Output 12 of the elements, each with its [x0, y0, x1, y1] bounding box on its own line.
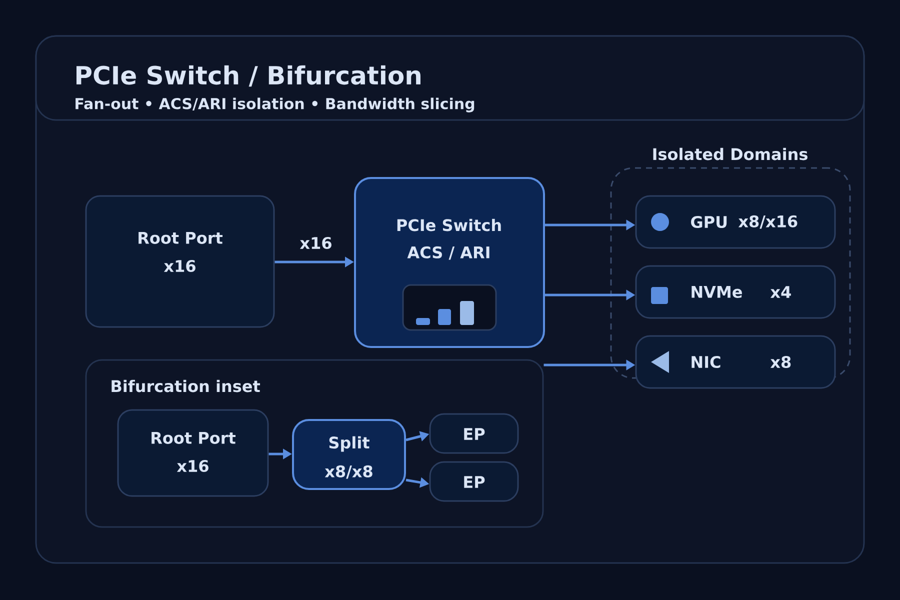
endpoint-box: EP	[429, 461, 519, 502]
split-box: Split x8/x8	[292, 419, 406, 490]
port-box: Root Port x16	[85, 195, 275, 328]
device-box: GPU x8/x16	[635, 195, 836, 249]
device-box: NVMe x4	[635, 265, 836, 319]
title: PCIe Switch / Bifurcation	[76, 65, 420, 87]
endpoint-box: EP	[429, 413, 519, 454]
edge-label: x16	[298, 234, 334, 252]
subtitle: Fan-out • ACS/ARI isolation • Bandwidth slicing	[76, 98, 474, 112]
node-label: Isolated Domains	[653, 148, 808, 160]
device-box: NIC x8	[635, 335, 836, 389]
port-box: Root Port x16	[117, 409, 269, 497]
